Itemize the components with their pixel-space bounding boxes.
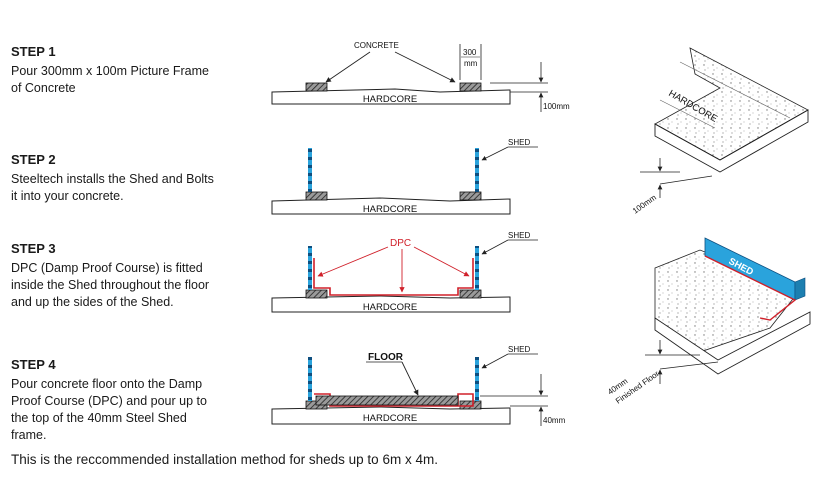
shed-wall-right bbox=[475, 357, 479, 401]
iso-shed-detail: SHED 40mm Finished Floor bbox=[606, 237, 811, 406]
shed-wall-left bbox=[308, 246, 312, 290]
shed-wall-left bbox=[308, 357, 312, 401]
dim-300-label: 300 bbox=[463, 48, 477, 57]
concrete-footing-left bbox=[305, 191, 328, 201]
hardcore-slab bbox=[271, 197, 511, 215]
concrete-floor bbox=[315, 395, 459, 406]
shed-wall-right bbox=[475, 148, 479, 192]
concrete-footing-right bbox=[459, 400, 482, 410]
shed-wall-left bbox=[308, 148, 312, 192]
hardcore-label: HARDCORE bbox=[363, 204, 417, 215]
shed-label: SHED bbox=[508, 345, 530, 354]
concrete-label: CONCRETE bbox=[354, 41, 399, 50]
step-2-text: Steeltech installs the Shed and Bolts it… bbox=[11, 172, 214, 203]
dpc-label: DPC bbox=[390, 238, 411, 249]
concrete-footing-right bbox=[459, 289, 482, 299]
concrete-footing-left bbox=[305, 289, 328, 299]
step-2-title: STEP 2 bbox=[11, 152, 56, 167]
shed-label: SHED bbox=[508, 138, 530, 147]
shed-label: SHED bbox=[508, 231, 530, 240]
dim-40mm-label: 40mm bbox=[543, 416, 566, 425]
dpc-membrane bbox=[313, 258, 474, 296]
hardcore-label: HARDCORE bbox=[363, 413, 417, 424]
step-1-text: Pour 300mm x 100m Picture Frame of Concr… bbox=[11, 64, 209, 95]
concrete-footing-right bbox=[459, 82, 482, 92]
step-3-diagram: HARDCORE DPC SHED bbox=[271, 231, 538, 313]
step-3-title: STEP 3 bbox=[11, 241, 56, 256]
step-4: STEP 4 Pour concrete floor onto the Damp… bbox=[11, 357, 251, 444]
step-2: STEP 2 Steeltech installs the Shed and B… bbox=[11, 152, 251, 205]
step-4-title: STEP 4 bbox=[11, 357, 56, 372]
step-1-title: STEP 1 bbox=[11, 44, 56, 59]
hardcore-label: HARDCORE bbox=[363, 302, 417, 313]
iso-hardcore-detail: HARDCORE 100mm bbox=[631, 47, 809, 216]
step-2-diagram: HARDCORE SHED bbox=[271, 138, 538, 215]
dim-100mm-label: 100mm bbox=[543, 102, 570, 111]
hardcore-slab bbox=[271, 295, 511, 313]
iso-100mm-label: 100mm bbox=[631, 193, 658, 216]
floor-label: FLOOR bbox=[368, 352, 404, 363]
shed-wall-right bbox=[475, 246, 479, 290]
step-1: STEP 1 Pour 300mm x 100m Picture Frame o… bbox=[11, 44, 251, 97]
concrete-footing-left bbox=[305, 82, 328, 92]
hardcore-slab bbox=[271, 406, 511, 425]
hardcore-slab bbox=[271, 88, 511, 105]
dim-mm-label: mm bbox=[464, 59, 478, 68]
step-4-diagram: HARDCORE FLOOR SHED 40mm bbox=[271, 345, 566, 426]
step-3: STEP 3 DPC (Damp Proof Course) is fitted… bbox=[11, 241, 251, 311]
step-3-text: DPC (Damp Proof Course) is fitted inside… bbox=[11, 261, 210, 309]
hardcore-label: HARDCORE bbox=[363, 94, 417, 105]
concrete-footing-right bbox=[459, 191, 482, 201]
footer-note: This is the reccommended installation me… bbox=[11, 452, 438, 467]
step-1-diagram: HARDCORE CONCRETE 300 mm 100mm bbox=[271, 41, 570, 112]
step-4-text: Pour concrete floor onto the Damp Proof … bbox=[11, 377, 207, 442]
